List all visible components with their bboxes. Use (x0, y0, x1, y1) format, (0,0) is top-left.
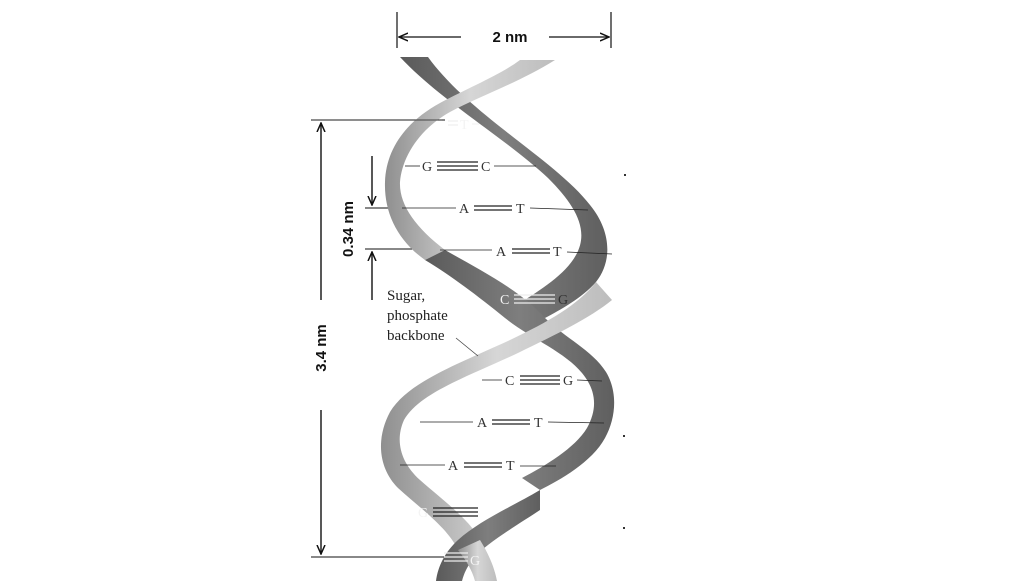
base-right: G (558, 293, 568, 308)
strand-dark-middle (425, 250, 615, 490)
base-right: T (534, 416, 543, 431)
base-left: A (496, 245, 507, 260)
annotation-line-2: phosphate (387, 308, 448, 324)
annotation-line-1: Sugar, (387, 288, 425, 304)
base-right: T (516, 202, 525, 217)
helix-strands (380, 57, 615, 581)
base-pair-row: G (418, 506, 478, 521)
base-pair-row: A T (420, 416, 605, 431)
rise-label: 0.34 nm (340, 201, 357, 257)
base-left: C (505, 374, 514, 389)
width-label: 2 nm (492, 29, 527, 46)
base-right: T (506, 459, 515, 474)
base-pairs: T G C A T A T (312, 118, 613, 569)
base-pair-row: C G (482, 374, 603, 389)
base-left: G (418, 506, 428, 521)
base-left: G (422, 160, 432, 175)
base-left: A (448, 459, 459, 474)
base-right: T (460, 118, 469, 133)
base-pair-row: C G (500, 293, 568, 308)
base-right: C (481, 160, 490, 175)
base-pair-row: G (444, 552, 480, 569)
base-left: A (477, 416, 488, 431)
strand-dark-upper (400, 57, 608, 318)
annotation-line-3: backbone (387, 328, 445, 344)
base-pair-row: A T (402, 202, 589, 217)
base-pair-row: T (312, 118, 479, 133)
base-right: G (470, 554, 480, 569)
strand-dark-lower (436, 490, 540, 581)
base-pair-row: G C (405, 160, 536, 175)
base-left: A (459, 202, 470, 217)
backbone-annotation: Sugar, phosphate backbone (387, 288, 479, 357)
base-left: C (500, 293, 509, 308)
pitch-label: 3.4 nm (313, 324, 330, 372)
strand-light-upper (384, 60, 555, 260)
base-pair-row: A T (440, 245, 613, 260)
base-right: T (553, 245, 562, 260)
strand-light-lower (458, 540, 497, 581)
width-dimension: 2 nm (396, 12, 612, 48)
base-pair-row: A T (400, 459, 556, 474)
rise-dimension: 0.34 nm (340, 156, 440, 300)
strand-light-middle (380, 282, 612, 550)
scan-specks (623, 174, 626, 529)
base-right: G (563, 374, 573, 389)
